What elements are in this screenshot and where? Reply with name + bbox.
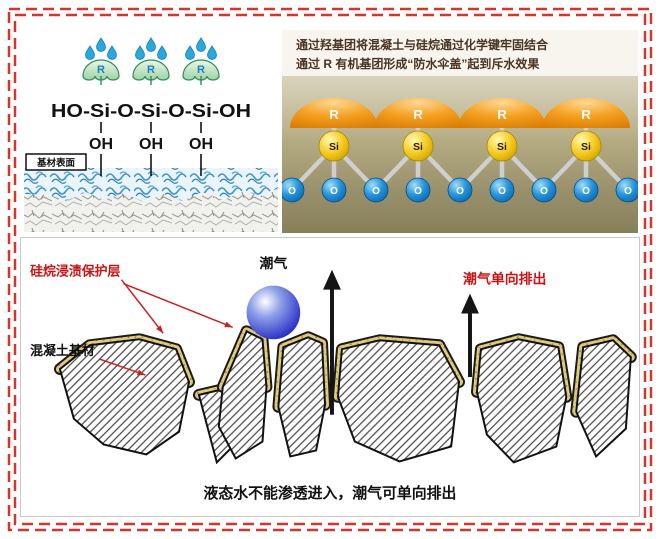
o-atom-icon — [489, 177, 515, 203]
waterproof-dome-icon — [542, 98, 630, 128]
r-dome-label: R — [497, 107, 507, 122]
o-atom-label: O — [624, 186, 632, 197]
o-atom-label: O — [288, 186, 296, 197]
moisture-up-arrow — [323, 269, 341, 415]
o-atom-icon — [531, 177, 557, 203]
si-atom-icon — [486, 130, 518, 162]
hydrophobic-unit-2: R — [132, 37, 170, 85]
panel-silanol-structure: R R R HO-Si-O-Si-O-Si-OH — [24, 37, 278, 232]
o-atom-icon — [615, 177, 638, 203]
o-atom-icon — [405, 177, 431, 203]
r-dome-3: R — [458, 98, 546, 128]
r-group-label: R — [97, 64, 105, 76]
o-atom-icon — [321, 177, 347, 203]
substrate-pointer — [99, 358, 146, 376]
concrete-mass — [470, 333, 573, 464]
si-atom-icon — [402, 130, 434, 162]
oh-group-label: OH — [139, 136, 163, 153]
oh-group-label: OH — [89, 136, 113, 153]
silanol-formula: HO-Si-O-Si-O-Si-OH — [51, 101, 251, 121]
r-group-label: R — [197, 64, 205, 76]
bond-lines — [100, 122, 202, 176]
label-pointer-arrows — [99, 279, 233, 376]
r-dome-label: R — [581, 107, 591, 122]
r-dome-4: R — [542, 98, 630, 128]
concrete-mass — [570, 334, 637, 459]
r-dome-2: R — [374, 98, 462, 128]
si-atoms: Si Si Si Si — [318, 130, 602, 162]
si-atom-label: Si — [413, 141, 423, 153]
substrate-texture — [24, 168, 278, 232]
concrete-mass — [331, 334, 466, 463]
water-drops-icon — [135, 37, 167, 60]
o-atom-label: O — [498, 186, 506, 197]
o-atom-label: O — [456, 186, 464, 197]
oh-group-label: OH — [189, 136, 213, 153]
substrate-label: 混凝土基材 — [30, 343, 95, 358]
caption-line-2: 通过 R 有机基团形成“防水伞盖”起到斥水效果 — [296, 56, 539, 71]
o-atom-label: O — [540, 186, 548, 197]
si-atom-label: Si — [581, 141, 591, 153]
border-inner — [13, 13, 647, 526]
r-dome-label: R — [413, 107, 423, 122]
o-atom-label: O — [582, 186, 590, 197]
substrate-surface-box — [25, 153, 87, 171]
hydrophobic-unit-1: R — [82, 37, 120, 85]
coating-label: 硅烷浸渍保护层 — [30, 264, 120, 279]
waterproof-dome-icon — [458, 98, 546, 128]
si-atom-icon — [570, 130, 602, 162]
substrate-surface-tag: 基材表面 — [25, 153, 87, 171]
coating-pointer-2 — [123, 282, 233, 329]
concrete-mass — [272, 331, 331, 458]
si-atom-label: Si — [329, 141, 339, 153]
water-droplet-sphere — [246, 285, 301, 340]
border-outer — [7, 7, 653, 532]
bottom-caption: 液态水不能渗透进入，潮气可单向排出 — [204, 484, 457, 502]
moisture-label: 潮气 — [260, 255, 288, 271]
o-atom-label: O — [372, 186, 380, 197]
r-umbrella-icon — [132, 59, 170, 81]
r-group-label: R — [147, 64, 155, 76]
o-atom-icon — [282, 177, 305, 203]
concrete-masses — [53, 325, 637, 465]
panel-mechanism: 硅烷浸渍保护层 混凝土基材 潮气 潮气单向排出 液态水不能渗透进入，潮气可单向排… — [20, 237, 640, 517]
outflow-up-arrow — [461, 293, 479, 377]
concrete-mass — [53, 333, 195, 456]
o-atom-label: O — [330, 186, 338, 197]
o-atom-icon — [447, 177, 473, 203]
r-dome-label: R — [329, 107, 339, 122]
o-atom-label: O — [414, 186, 422, 197]
concrete-mass — [216, 325, 273, 460]
water-drops-icon — [185, 37, 217, 60]
r-dome-1: R — [290, 98, 378, 128]
o-atom-icon — [573, 177, 599, 203]
si-atom-icon — [318, 130, 350, 162]
hydrophobic-unit-3: R — [182, 37, 220, 85]
waterproof-dome-icon — [290, 98, 378, 128]
r-umbrella-icon — [82, 59, 120, 81]
panel-molecular-umbrella: 通过羟基团将混凝土与硅烷通过化学键牢固结合 通过 R 有机基团形成“防水伞盖”起… — [282, 30, 638, 233]
coating-pointer-1 — [120, 279, 164, 334]
o-atoms: O O O O O O O O O — [282, 177, 638, 203]
waterproof-dome-icon — [374, 98, 462, 128]
r-umbrella-icon — [182, 59, 220, 81]
substrate-surface-label: 基材表面 — [36, 157, 76, 169]
si-atom-label: Si — [497, 141, 507, 153]
outflow-label: 潮气单向排出 — [463, 271, 546, 287]
water-drops-icon — [85, 37, 117, 60]
caption-line-1: 通过羟基团将混凝土与硅烷通过化学键牢固结合 — [296, 37, 549, 52]
substrate-scribble — [24, 168, 278, 202]
o-atom-icon — [363, 177, 389, 203]
caption-background — [282, 30, 638, 76]
